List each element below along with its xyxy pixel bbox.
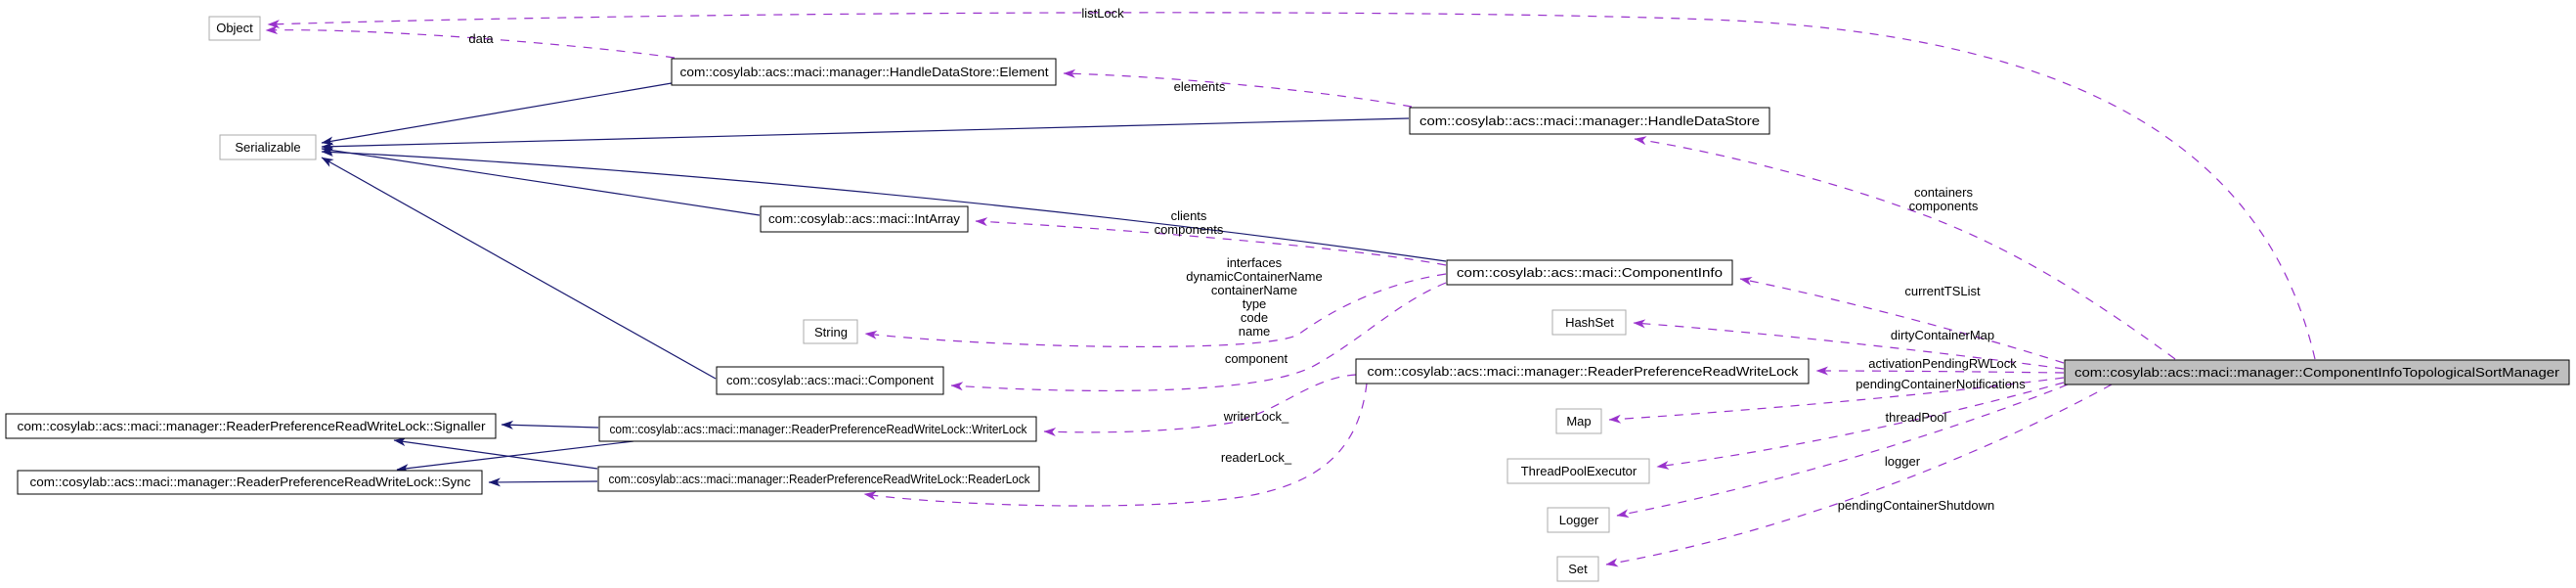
edge-label-currenttslist: currentTSList [1904,284,1981,298]
edge-label-dynamiccontainername: dynamicContainerName [1186,269,1322,284]
node-handledatastore[interactable]: com::cosylab::acs::maci::manager::Handle… [1409,107,1770,135]
svg-text:Map: Map [1566,414,1591,429]
edge-logger [1616,384,2069,519]
svg-text:com::cosylab::acs::maci::manag: com::cosylab::acs::maci::manager::Reader… [30,475,472,489]
edge-label-listlock: listLock [1081,6,1124,21]
svg-text:com::cosylab::acs::maci::manag: com::cosylab::acs::maci::manager::Reader… [18,419,487,433]
edge-readerlock-sync [488,477,598,487]
svg-text:com::cosylab::acs::maci::manag: com::cosylab::acs::maci::manager::Compon… [2074,365,2560,380]
svg-text:com::cosylab::acs::maci::manag: com::cosylab::acs::maci::manager::Reader… [1368,364,1800,379]
edge-label-type: type [1243,296,1267,311]
edge-threadpool [1656,382,2065,470]
svg-text:com::cosylab::acs::maci::Compo: com::cosylab::acs::maci::Component [726,373,934,387]
edge-writerlock-member [1043,374,1357,436]
node-threadpoolexecutor[interactable]: ThreadPoolExecutor [1506,458,1650,484]
edge-label-clients: clients [1171,208,1207,223]
edge-label-pendingcontainernotifications: pendingContainerNotifications [1856,377,2026,391]
edge-label-data: data [468,31,494,46]
node-componentinfotopologicalsortmanager[interactable]: com::cosylab::acs::maci::manager::Compon… [2064,359,2570,385]
edge-pendingcontainernotifications [1608,377,2065,424]
edge-label-clients-2: components [1155,222,1224,237]
svg-text:com::cosylab::acs::maci::manag: com::cosylab::acs::maci::manager::Handle… [1419,113,1760,128]
node-serializable[interactable]: Serializable [219,134,317,160]
edge-handledatastore-serializable [321,117,1410,152]
edge-label-pendingcontainershutdown: pendingContainerShutdown [1838,498,1994,513]
svg-text:Object: Object [216,21,253,35]
node-set[interactable]: Set [1556,556,1599,582]
svg-text:String: String [814,325,848,339]
node-logger[interactable]: Logger [1547,507,1610,533]
edge-label-elements: elements [1174,79,1226,94]
edge-label-component: component [1225,351,1288,366]
node-readerlock[interactable]: com::cosylab::acs::maci::manager::Reader… [597,466,1040,492]
node-readerpreferencereadwritelock[interactable]: com::cosylab::acs::maci::manager::Reader… [1355,358,1810,384]
node-signaller[interactable]: com::cosylab::acs::maci::manager::Reader… [5,413,497,439]
edge-listlock [267,12,2316,360]
node-intarray[interactable]: com::cosylab::acs::maci::IntArray [760,205,969,233]
node-handledatastore-element[interactable]: com::cosylab::acs::maci::manager::Handle… [671,58,1057,86]
edge-label-containername: containerName [1211,283,1297,297]
node-map[interactable]: Map [1555,408,1602,434]
svg-text:Serializable: Serializable [235,140,300,155]
edge-intarray-serializable [321,146,761,216]
edge-label-threadpool: threadPool [1886,410,1947,425]
edge-dirtycontainermap [1633,319,2065,370]
edge-label-readerlock: readerLock_ [1221,450,1292,465]
node-sync[interactable]: com::cosylab::acs::maci::manager::Reader… [17,470,483,495]
svg-text:com::cosylab::acs::maci::manag: com::cosylab::acs::maci::manager::Reader… [610,422,1027,436]
svg-text:HashSet: HashSet [1565,315,1614,330]
node-object[interactable]: Object [208,16,261,41]
edge-containers-components [1634,136,2176,360]
edge-label-containers-2: components [1909,199,1979,213]
node-string[interactable]: String [803,319,858,344]
edge-componentinfo-serializable [321,148,1447,262]
edge-label-interfaces: interfaces [1227,255,1283,270]
svg-text:com::cosylab::acs::maci::manag: com::cosylab::acs::maci::manager::Handle… [680,65,1049,79]
edge-label-writerlock: writerLock_ [1223,409,1289,424]
svg-text:Logger: Logger [1559,513,1599,527]
edge-label-name: name [1239,324,1271,339]
svg-text:com::cosylab::acs::maci::IntAr: com::cosylab::acs::maci::IntArray [768,211,961,226]
edge-writerlock-signaller [501,420,599,430]
svg-text:com::cosylab::acs::maci::manag: com::cosylab::acs::maci::manager::Reader… [609,472,1030,486]
edge-label-code: code [1241,310,1268,325]
node-writerlock[interactable]: com::cosylab::acs::maci::manager::Reader… [598,416,1037,442]
edge-writerlock-sync [396,440,634,474]
edge-label-activationpendingrwlock: activationPendingRWLock [1868,356,2017,371]
node-componentinfo[interactable]: com::cosylab::acs::maci::ComponentInfo [1446,259,1733,286]
edge-component [950,282,1447,392]
edge-activationpendingrwlock [1815,366,2065,376]
edge-component-serializable [321,157,717,380]
node-hashset[interactable]: HashSet [1551,309,1627,336]
svg-text:com::cosylab::acs::maci::Compo: com::cosylab::acs::maci::ComponentInfo [1457,265,1723,280]
edge-readerlock-signaller [393,437,598,470]
svg-text:ThreadPoolExecutor: ThreadPoolExecutor [1521,464,1637,478]
edge-elements [1063,68,1413,108]
edge-label-logger: logger [1885,454,1921,469]
edge-clients-components [975,217,1447,266]
edge-componentinfo-strings [864,273,1447,348]
node-component[interactable]: com::cosylab::acs::maci::Component [716,366,944,395]
edge-label-containers: containers [1914,185,1973,200]
edge-currenttslist [1739,276,2065,364]
svg-text:Set: Set [1568,562,1588,576]
edge-pendingcontainershutdown [1605,384,2113,567]
edge-label-dirtycontainermap: dirtyContainerMap [1891,328,1994,342]
edge-element-serializable [321,82,673,146]
